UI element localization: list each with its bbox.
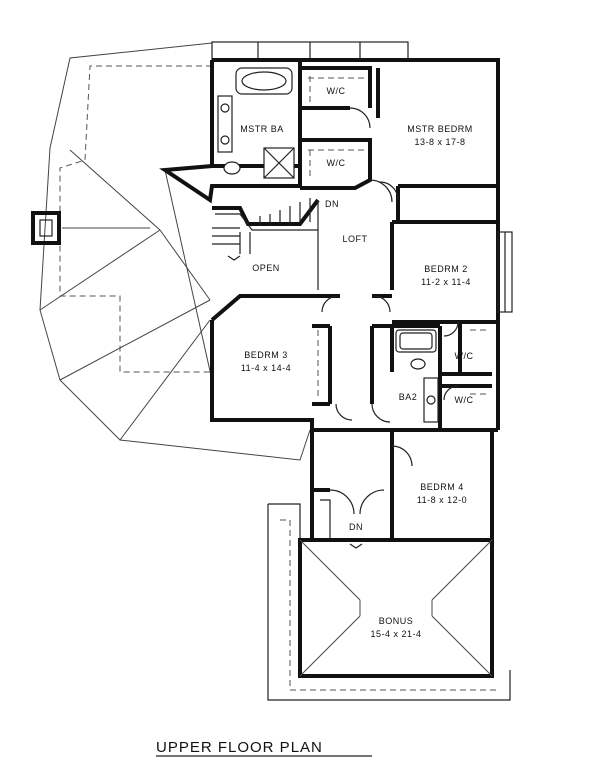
bedrm3-label: BEDRM 3 [244, 350, 288, 360]
bonus-label: BONUS [379, 616, 414, 626]
wic1-label: W/C [327, 86, 346, 96]
wic2-label: W/C [327, 158, 346, 168]
mstr-bedrm-label: MSTR BEDRM [407, 124, 473, 134]
mstr-ba-label: MSTR BA [240, 124, 284, 134]
bedrm4-dims: 11-8 x 12-0 [417, 495, 467, 505]
top-balcony-rail [211, 41, 409, 61]
room-labels: W/C W/C MSTR BA MSTR BEDRM 13-8 x 17-8 D… [240, 86, 473, 639]
chimney [31, 211, 61, 245]
ba2-label: BA2 [399, 392, 418, 402]
closet-rods [308, 76, 365, 180]
roof-outline [39, 42, 311, 461]
stair-down-label: DN [325, 199, 339, 209]
staircase [212, 198, 320, 290]
bonus-dims: 15-4 x 21-4 [370, 629, 421, 639]
mstr-bedrm-dims: 13-8 x 17-8 [414, 137, 465, 147]
center-rooms-walls [312, 321, 492, 432]
loft-label: LOFT [342, 234, 367, 244]
master-doors [349, 107, 399, 203]
master-bath-fixtures [217, 67, 295, 179]
lower-down-label: DN [349, 522, 363, 532]
wic4-label: W/C [455, 395, 474, 405]
plan-title: UPPER FLOOR PLAN [156, 739, 323, 756]
bonus-room [267, 503, 511, 701]
bedrm4-label: BEDRM 4 [420, 482, 464, 492]
wic3-label: W/C [455, 351, 474, 361]
bedrm2-label: BEDRM 2 [424, 264, 468, 274]
loft-bedroom2-walls [312, 220, 513, 324]
bedrm2-dims: 11-2 x 11-4 [421, 277, 471, 287]
open-label: OPEN [252, 263, 280, 273]
bedrm3-dims: 11-4 x 14-4 [241, 363, 291, 373]
